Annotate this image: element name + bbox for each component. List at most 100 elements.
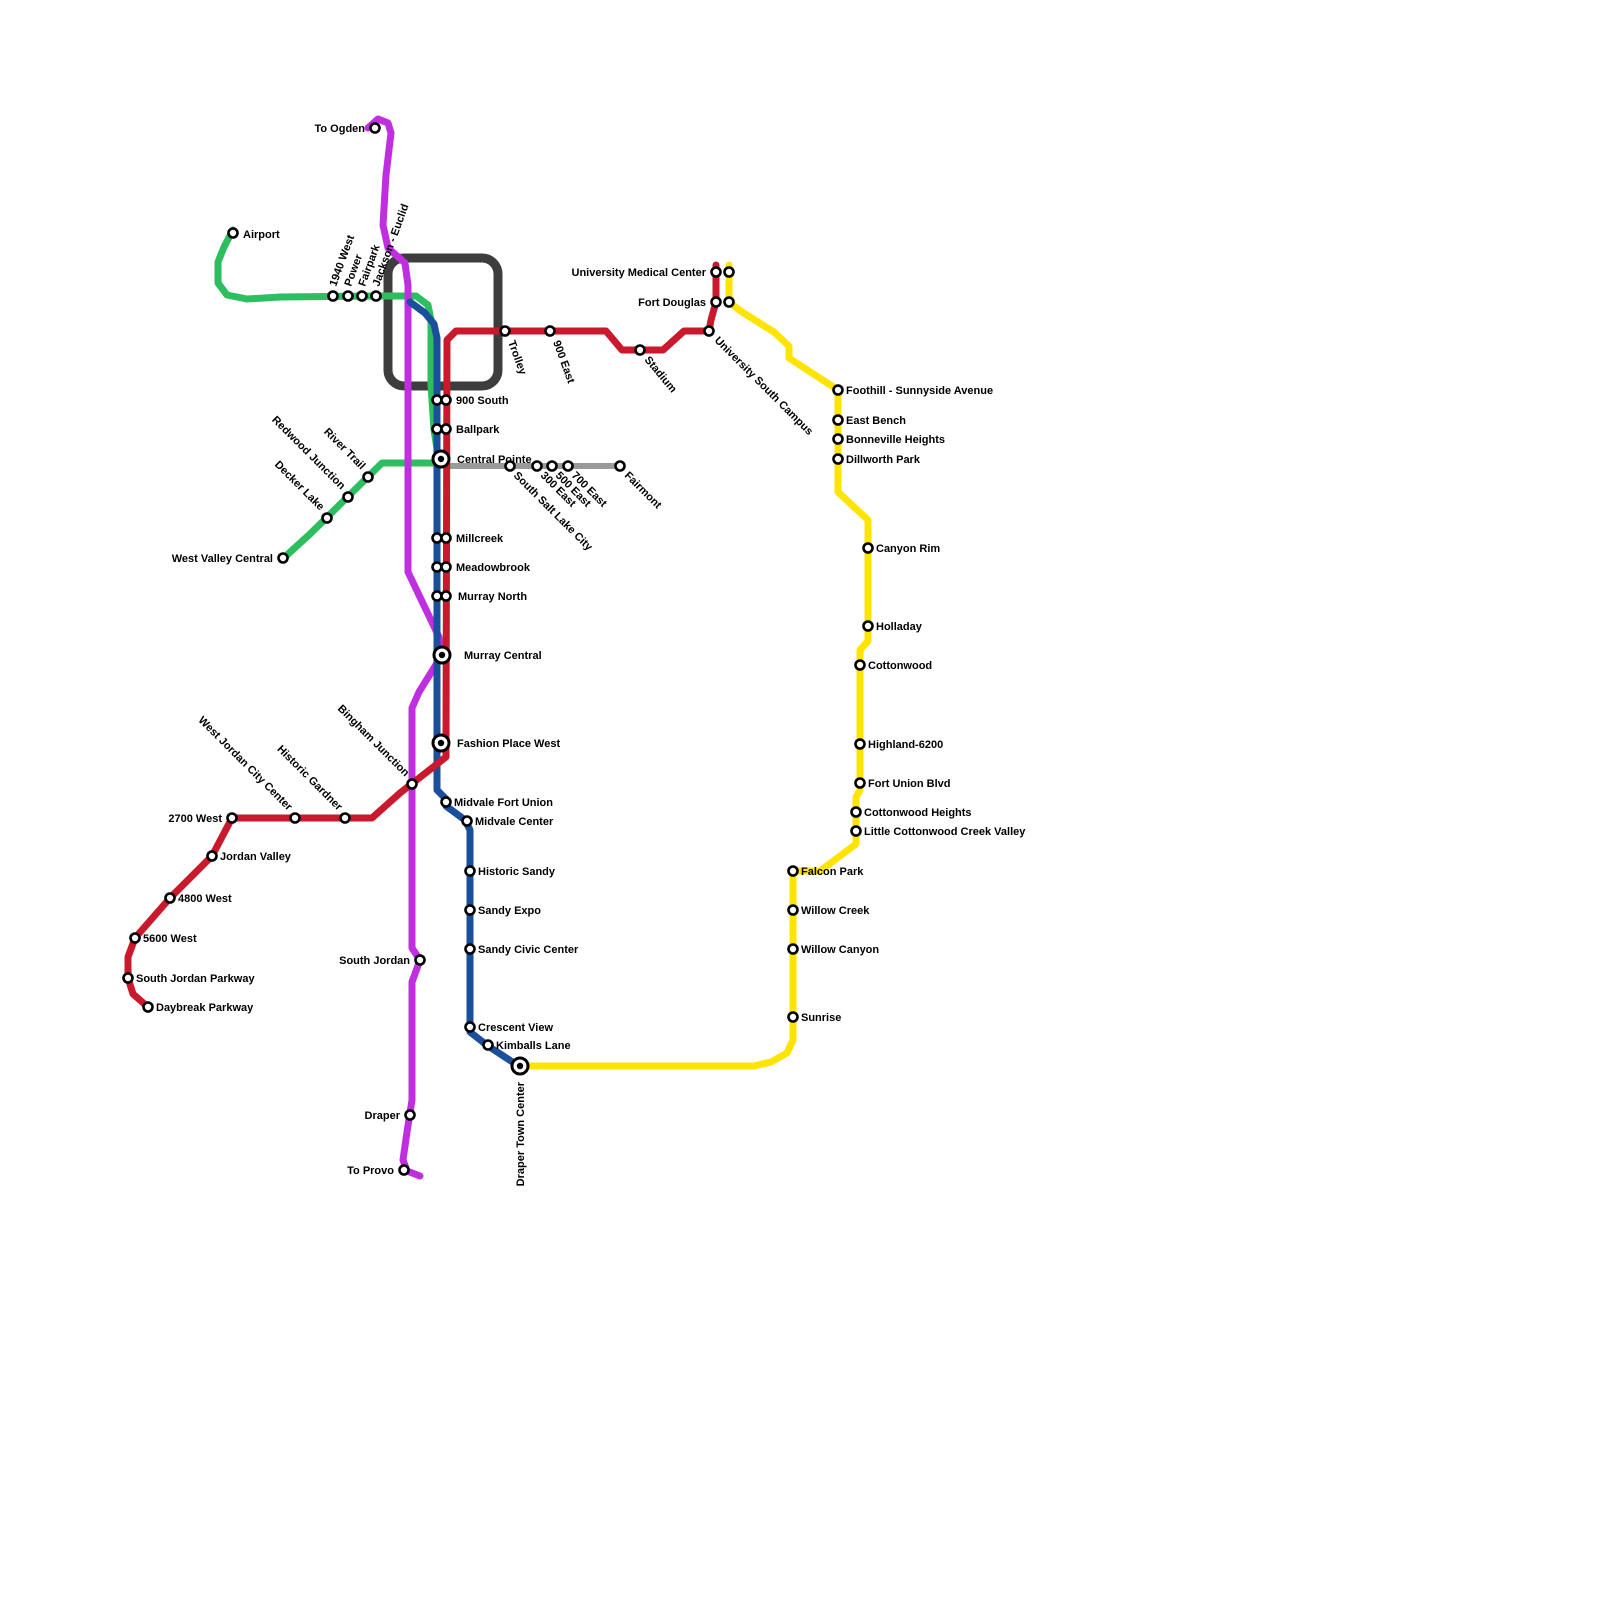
station-marker [787,1011,799,1023]
station-marker [787,943,799,955]
station-label: South Jordan Parkway [136,973,255,985]
station-label: Draper [365,1110,401,1122]
station-marker [342,290,354,302]
station-label: Millcreek [456,533,504,545]
station-label: Highland-6200 [868,739,943,751]
station-label: Crescent View [478,1022,553,1034]
station-east-bench: East Bench [832,414,906,427]
station-west-valley-central: West Valley Central [172,552,289,565]
station-marker [787,904,799,916]
station-willow-creek: Willow Creek [787,904,870,917]
station-marker [277,552,289,564]
station-sandy-civic-center: Sandy Civic Center [464,943,579,956]
station-marker [431,590,443,602]
station-university-medical-center: University Medical Center [572,266,735,279]
station-label: Fashion Place West [457,738,560,750]
station-marker [832,433,844,445]
station-marker [122,972,134,984]
station-willow-canyon: Willow Canyon [787,943,879,956]
station-crescent-view: Crescent View [464,1021,553,1034]
station-marker [406,778,418,790]
station-marker [703,325,715,337]
station-draper: Draper [365,1109,416,1122]
station-marker [854,738,866,750]
station-daybreak-parkway: Daybreak Parkway [142,1001,254,1014]
station-label: Draper Town Center [515,1081,527,1186]
station-south-jordan-parkway: South Jordan Parkway [122,972,255,985]
station-marker [440,532,452,544]
station-label: 2700 West [168,813,222,825]
station-marker [440,394,452,406]
station-canyon-rim: Canyon Rim [862,542,940,555]
station-midvale-center: Midvale Center [461,815,554,828]
station-airport: Airport [227,227,280,241]
station-4800-west: 4800 West [164,892,232,905]
station-marker [614,460,626,472]
station-label: University Medical Center [572,267,707,279]
station-label: 5600 West [143,933,197,945]
interchange-station-dot [438,651,446,659]
station-little-cottonwood-creek-valley: Little Cottonwood Creek Valley [850,825,1026,838]
station-label: Sunrise [801,1012,841,1024]
station-marker [370,290,382,302]
station-marker [431,532,443,544]
station-marker [531,460,543,472]
station-millcreek: Millcreek [431,532,504,545]
station-highland-6200: Highland-6200 [854,738,943,751]
station-marker [362,471,374,483]
station-marker [226,812,238,824]
station-draper-town-center: Draper Town Center [510,1056,530,1186]
station-foothill-sunnyside-avenue: Foothill - Sunnyside Avenue [832,384,993,397]
station-marker [464,904,476,916]
station-cottonwood-heights: Cottonwood Heights [850,806,972,819]
station-label: Midvale Center [475,816,554,828]
station-marker [431,423,443,435]
station-label: Murray North [458,591,527,603]
station-marker [499,325,511,337]
station-marker [832,414,844,426]
station-marker [431,394,443,406]
station-label: Cottonwood [868,660,932,672]
station-marker [546,460,558,472]
station-marker [862,620,874,632]
station-label: Airport [243,229,280,241]
station-fashion-place-west: Fashion Place West [431,733,560,753]
station-2700-west: 2700 West [168,812,238,825]
station-label: To Provo [347,1165,394,1177]
station-label: Central Pointe [457,454,532,466]
station-marker [562,460,574,472]
station-label: Dillworth Park [846,454,921,466]
interchange-station-dot [437,455,445,463]
station-marker [854,659,866,671]
station-marker [206,850,218,862]
station-label: Willow Canyon [801,944,879,956]
station-marker [787,865,799,877]
station-bonneville-heights: Bonneville Heights [832,433,945,446]
station-marker [504,460,516,472]
station-label: Kimballs Lane [496,1040,571,1052]
station-marker [404,1109,416,1121]
station-label: Fort Union Blvd [868,778,951,790]
station-marker [398,1164,410,1176]
station-marker [440,590,452,602]
station-label: Historic Sandy [478,866,556,878]
station-5600-west: 5600 West [129,932,197,945]
station-central-pointe: Central Pointe [431,449,532,469]
station-marker [710,266,722,278]
station-marker [710,296,722,308]
station-label: 900 South [456,395,509,407]
transit-line-yellow-line [520,261,872,1070]
station-ballpark: Ballpark [431,423,500,436]
station-label: Daybreak Parkway [156,1002,254,1014]
station-fort-douglas: Fort Douglas [638,296,735,309]
station-marker [440,423,452,435]
station-label: Murray Central [464,650,542,662]
station-marker [850,825,862,837]
station-900-south: 900 South [431,394,509,407]
station-marker [850,806,862,818]
station-marker [464,943,476,955]
station-label: Bonneville Heights [846,434,945,446]
station-marker [461,815,473,827]
